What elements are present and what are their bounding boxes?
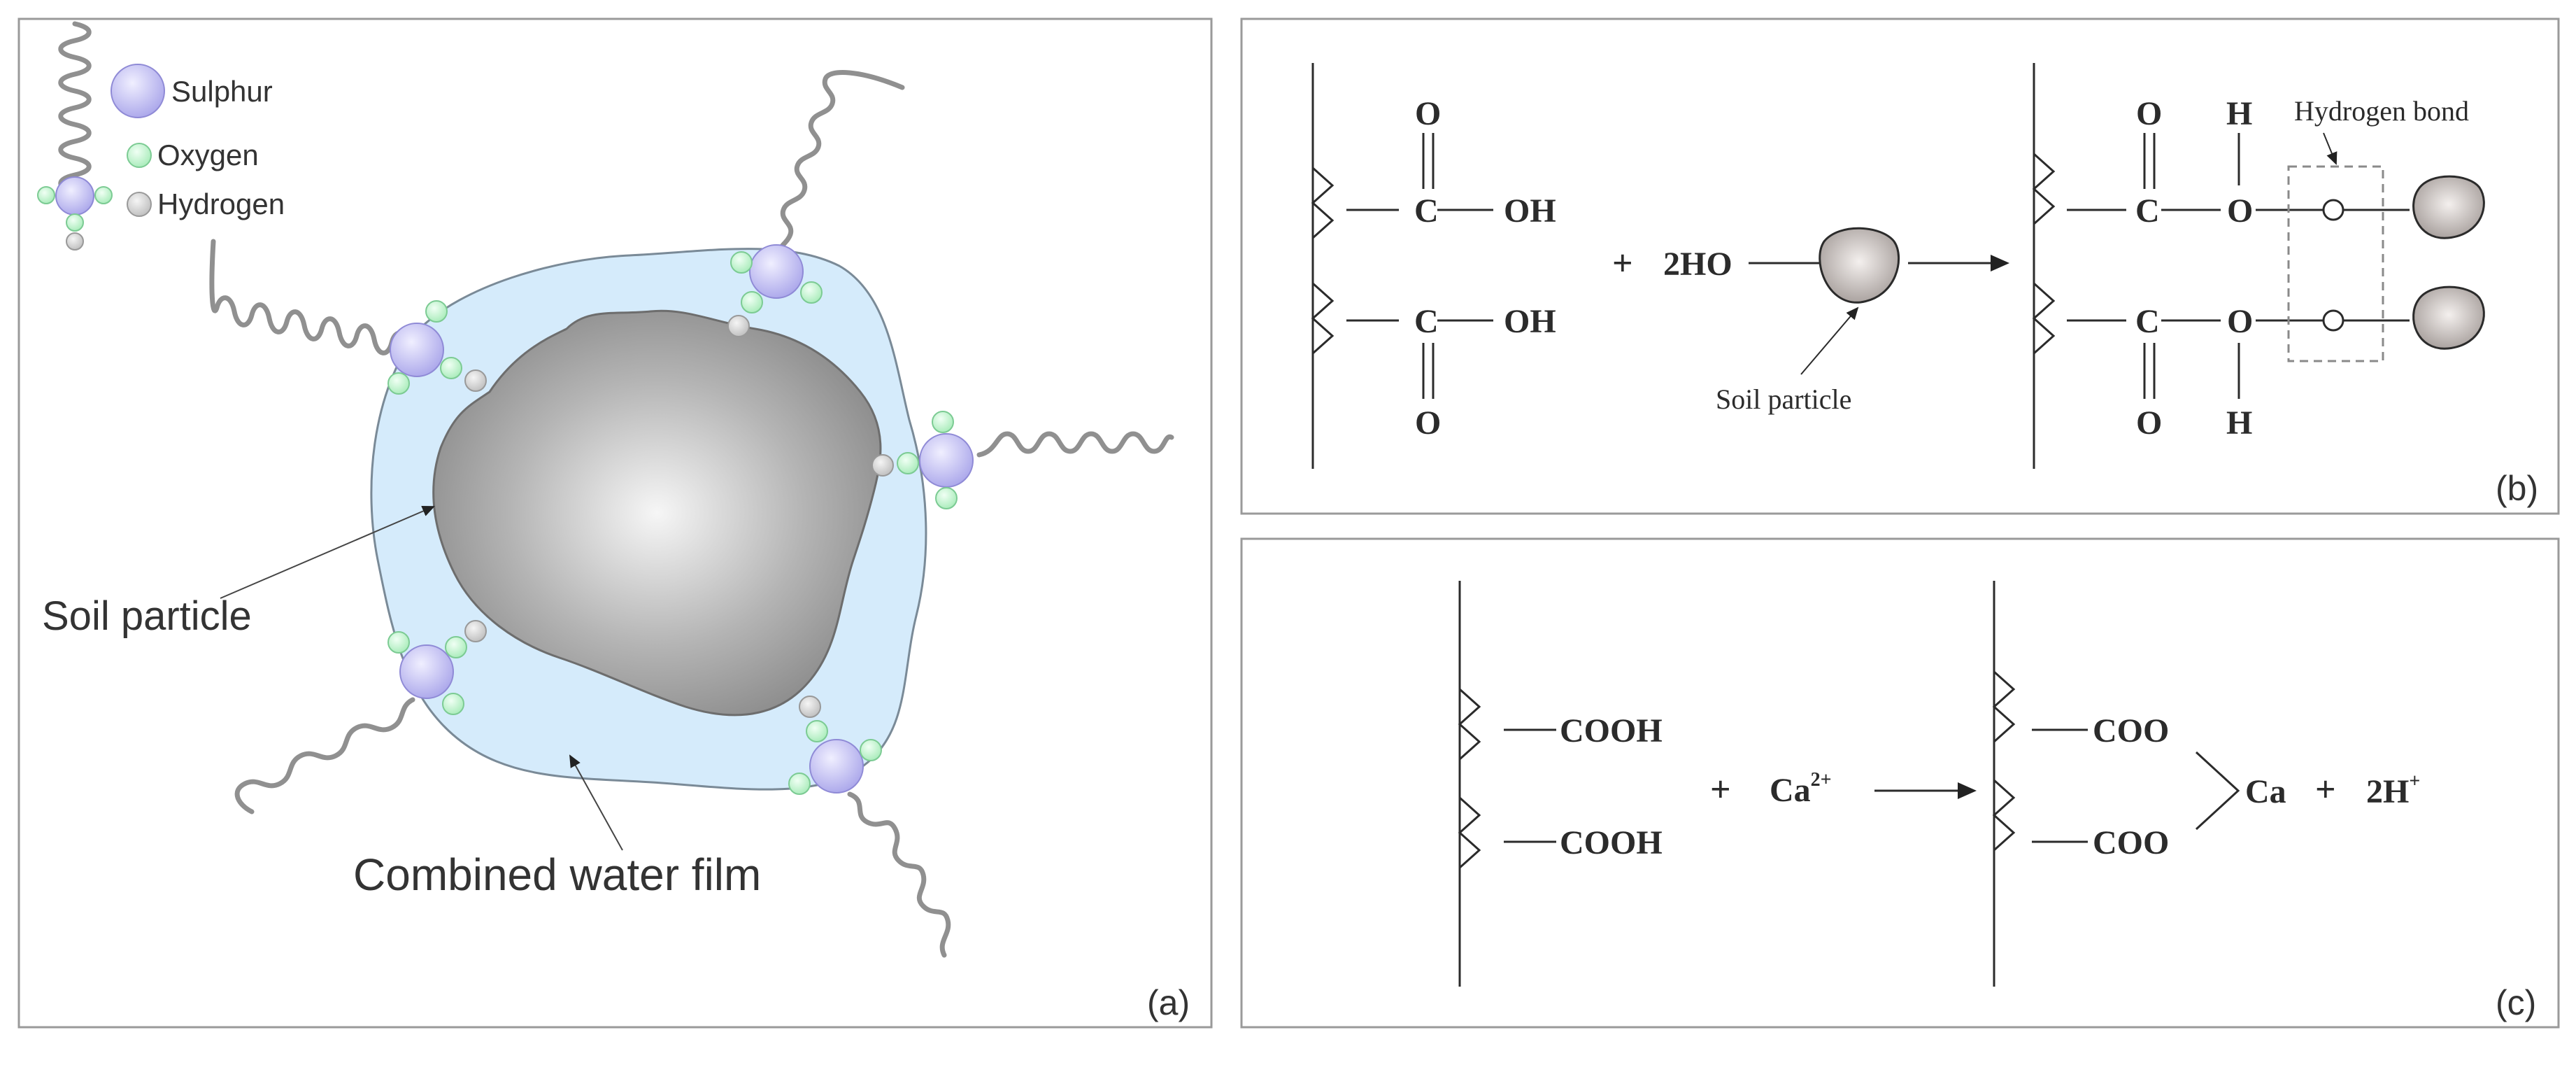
soil-particle-label: Soil particle (42, 593, 252, 639)
legend-chain (58, 21, 92, 195)
reagent-soil-particle (1819, 227, 1900, 304)
chain-upper-left (209, 239, 415, 355)
panel-b-label: (b) (2496, 469, 2538, 508)
chain-lower-left (234, 697, 415, 814)
calcium-ion: Ca2+ (1770, 769, 1832, 809)
right-o-mid-top: O (2227, 192, 2253, 230)
legend-hydrogen-label: Hydrogen (157, 188, 285, 220)
left-c-bottom: C (1414, 303, 1439, 340)
plus-c-1: + (1710, 770, 1731, 810)
product-hydrogen: 2H+ (2366, 770, 2420, 810)
product-chain-c (1992, 581, 2240, 987)
right-c-top: C (2135, 192, 2160, 230)
head-bottom (788, 696, 882, 795)
chain-right (976, 431, 1174, 458)
left-molecule (1311, 63, 1493, 469)
coo-bottom: COO (2093, 824, 2169, 861)
head-upper-left (387, 300, 487, 395)
right-c-bottom: C (2135, 303, 2160, 340)
chain-bottom (847, 791, 951, 958)
legend-sulphur-icon (111, 64, 165, 118)
hydrogen-bond-label: Hydrogen bond (2294, 95, 2469, 127)
panel-c-label: (c) (2496, 983, 2536, 1022)
left-oh-bottom: OH (1504, 303, 1556, 340)
reagent-particle-arrow (1800, 306, 1859, 375)
cooh-top: COOH (1560, 712, 1663, 749)
water-film-arrow (569, 754, 623, 851)
bound-particle-top (2412, 175, 2485, 239)
cooh-bottom: COOH (1560, 824, 1663, 861)
left-o-bottom: O (1415, 404, 1441, 442)
right-o-top: O (2136, 95, 2162, 132)
coo-top: COO (2093, 712, 2169, 749)
panel-a: Sulphur Oxygen Hydrogen Soil particle Co… (17, 17, 1213, 1029)
surfactant-molecules (58, 21, 1174, 958)
head-right (871, 411, 974, 509)
legend-oxygen-icon (127, 143, 152, 168)
plus-c-2: + (2315, 770, 2336, 810)
panel-b: O C OH C OH O + 2HO Soil particle (1240, 17, 2560, 515)
left-oh-top: OH (1504, 192, 1556, 230)
hydrogen-bond-box (2287, 165, 2384, 362)
right-o-mid-bottom: O (2227, 303, 2253, 340)
head-groups (37, 176, 974, 795)
panel-a-label: (a) (1147, 983, 1190, 1022)
soil-particle-arrow (220, 505, 435, 599)
legend-hydrogen-icon (127, 192, 152, 217)
hbond-circle-bottom (2322, 309, 2344, 332)
left-o-top: O (1415, 95, 1441, 132)
chain-top (773, 70, 905, 269)
panel-c-frame (1240, 537, 2560, 1029)
product-calcium: Ca (2245, 773, 2286, 810)
soil-particle (432, 309, 882, 717)
head-lower-left (387, 620, 487, 715)
reagent-particle-label: Soil particle (1716, 383, 1851, 415)
panel-c: COOH COOH + Ca2+ COO COO Ca + 2H+ (c) (1240, 537, 2560, 1029)
legend-sulphur-label: Sulphur (171, 75, 273, 108)
head-top (727, 244, 823, 337)
left-c-top: C (1414, 192, 1439, 230)
water-film-label: Combined water film (353, 849, 761, 900)
right-o-bottom: O (2136, 404, 2162, 442)
hbond-circle-top (2322, 199, 2344, 221)
reactant-chain-c (1458, 581, 1556, 987)
panel-b-frame (1240, 17, 2560, 515)
right-h-top: H (2226, 95, 2252, 132)
legend: Sulphur Oxygen Hydrogen (111, 64, 285, 220)
right-molecule (2032, 63, 2410, 469)
legend-oxygen-label: Oxygen (157, 139, 259, 171)
legend-molecule (37, 176, 113, 251)
right-h-bottom: H (2226, 404, 2252, 442)
hydrogen-bond-arrow (2323, 132, 2337, 165)
plus-b: + (1612, 244, 1633, 283)
reagent-2ho: 2HO (1663, 246, 1732, 283)
bound-particle-bottom (2412, 285, 2485, 350)
